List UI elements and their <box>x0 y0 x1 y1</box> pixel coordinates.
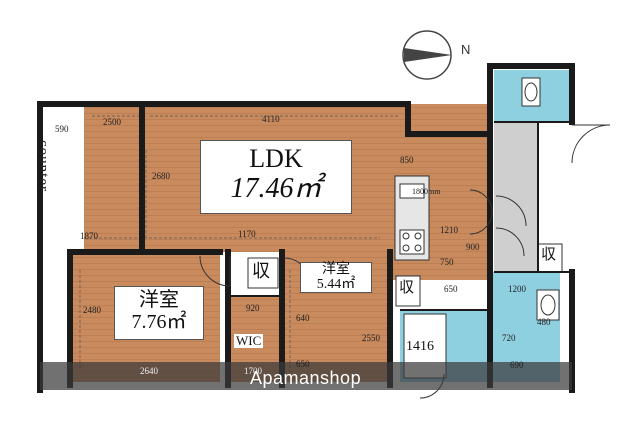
dim-920: 920 <box>246 303 260 313</box>
sink-icon <box>536 289 560 321</box>
ldk-area: 17.46㎡ <box>230 172 322 204</box>
compass-north-label: N <box>461 42 471 57</box>
dim-850: 850 <box>400 155 414 165</box>
dim-2550: 2550 <box>362 333 380 343</box>
dim-1210: 1210 <box>440 225 458 235</box>
dim-1870: 1870 <box>80 231 98 241</box>
dim-720: 720 <box>502 333 516 343</box>
storage-label-3: 収 <box>541 247 557 263</box>
dim-1700: 1700 <box>244 366 262 376</box>
dim-590: 590 <box>55 124 69 134</box>
dim-1800: 1800mm <box>412 187 441 196</box>
entrance-hall <box>494 122 538 272</box>
dim-650-a: 650 <box>444 284 458 294</box>
wic-label: WIC <box>234 333 264 348</box>
dim-2640: 2640 <box>140 366 158 376</box>
dim-2500: 2500 <box>103 117 121 127</box>
storage-label-2: 収 <box>399 280 415 296</box>
dim-4110: 4110 <box>262 114 280 124</box>
dim-2680: 2680 <box>152 171 170 181</box>
compass-icon <box>402 30 452 80</box>
dim-900: 900 <box>466 242 480 252</box>
storage-closet-2 <box>395 275 421 307</box>
ldk-name: LDK <box>249 144 303 173</box>
western-room-2-area: 5.44㎡ <box>316 276 356 292</box>
dim-750: 750 <box>440 257 454 267</box>
western-room-1-label: 洋室 7.76㎡ <box>114 286 204 340</box>
inner-partitions <box>228 121 570 311</box>
counter-label: counter <box>35 140 51 192</box>
dimension-guides <box>79 115 400 372</box>
watermark-text: Apamanshop <box>250 368 362 388</box>
dim-650-b: 650 <box>296 359 310 369</box>
dim-480: 480 <box>537 317 551 327</box>
dim-1170: 1170 <box>238 229 256 239</box>
toilet-icon <box>521 77 541 107</box>
storage-closet-1 <box>247 257 279 289</box>
western-room-1-area: 7.76㎡ <box>131 311 187 333</box>
dim-2480: 2480 <box>83 305 101 315</box>
western-room-1-name: 洋室 <box>139 289 179 311</box>
western-room-2-name: 洋室 <box>322 262 350 277</box>
bath-label: 1416 <box>406 339 434 354</box>
ldk-label: LDK 17.46㎡ <box>200 140 352 214</box>
kitchen-counter <box>394 175 430 261</box>
storage-label-1: 収 <box>252 261 270 281</box>
dim-640: 640 <box>296 313 310 323</box>
western-room-2-label: 洋室 5.44㎡ <box>300 262 372 294</box>
dim-1200: 1200 <box>508 284 526 294</box>
watermark-band <box>40 362 572 390</box>
dim-690: 690 <box>510 360 524 370</box>
